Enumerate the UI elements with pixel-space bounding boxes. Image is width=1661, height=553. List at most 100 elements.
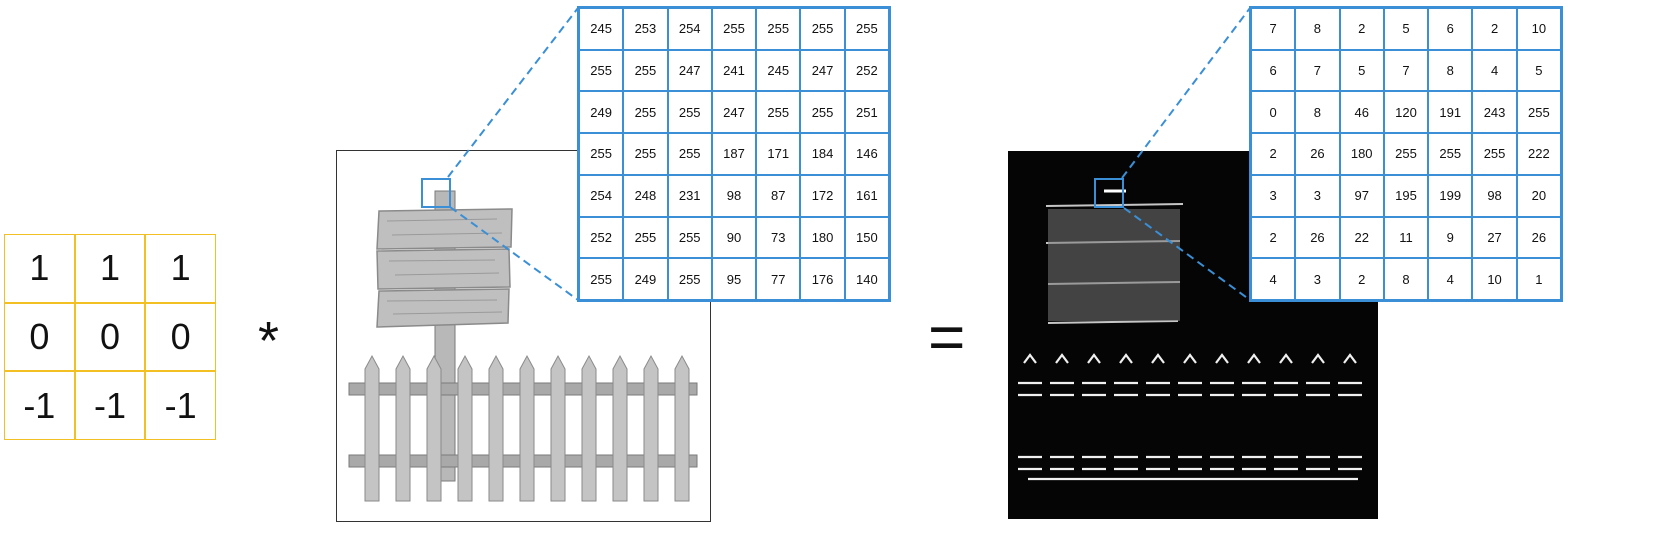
input-patch-cell: 251 [844,91,889,134]
kernel-cell: -1 [74,371,146,440]
input-patch-cell: 248 [623,174,668,217]
output-patch-cell: 98 [1472,174,1517,217]
input-patch-cell: 247 [667,49,712,92]
output-patch-cell: 255 [1428,133,1473,175]
output-patch-cell: 6 [1428,8,1473,50]
input-patch-cell: 254 [579,174,624,217]
input-patch-cell: 95 [711,258,757,300]
output-patch-cell: 6 [1251,49,1296,92]
output-patch-cell: 10 [1472,258,1517,300]
input-patch-cell: 255 [800,8,845,50]
output-patch-cell: 8 [1295,91,1340,134]
kernel-cell: 1 [145,234,216,303]
input-patch-cell: 245 [579,8,624,50]
input-patch-cell: 245 [756,49,801,92]
output-patch-cell: 2 [1339,8,1384,50]
output-patch-cell: 2 [1251,133,1296,175]
input-patch-cell: 247 [711,91,757,134]
output-patch-cell: 255 [1383,133,1429,175]
input-patch-cell: 176 [800,258,845,300]
output-patch-cell: 199 [1428,174,1473,217]
input-patch-cell: 249 [579,91,624,134]
output-patch-cell: 2 [1339,258,1384,300]
output-patch-cell: 46 [1339,91,1384,134]
output-patch-cell: 4 [1428,258,1473,300]
input-patch-cell: 77 [756,258,801,300]
output-patch-cell: 8 [1383,258,1429,300]
output-patch-cell: 120 [1383,91,1429,134]
input-patch-cell: 255 [800,91,845,134]
output-patch-cell: 11 [1383,216,1429,259]
input-patch-cell: 249 [623,258,668,300]
kernel-cell: 1 [74,234,146,303]
input-patch-cell: 255 [623,216,668,259]
input-patch-cell: 252 [579,216,624,259]
output-patch-cell: 3 [1295,258,1340,300]
output-patch-cell: 22 [1339,216,1384,259]
input-patch-cell: 90 [711,216,757,259]
input-patch-cell: 171 [756,133,801,175]
input-patch-cell: 231 [667,174,712,217]
output-patch-cell: 5 [1339,49,1384,92]
input-patch-cell: 98 [711,174,757,217]
input-patch-cell: 87 [756,174,801,217]
input-patch-cell: 255 [623,133,668,175]
output-patch-cell: 5 [1516,49,1561,92]
input-patch-cell: 255 [623,49,668,92]
input-patch-cell: 146 [844,133,889,175]
input-patch-cell: 255 [579,133,624,175]
input-patch-cell: 187 [711,133,757,175]
output-patch-cell: 7 [1383,49,1429,92]
output-patch-cell: 4 [1472,49,1517,92]
output-patch-cell: 3 [1251,174,1296,217]
input-patch-cell: 161 [844,174,889,217]
output-patch-cell: 20 [1516,174,1561,217]
output-patch-cell: 222 [1516,133,1561,175]
output-roi-box [1094,178,1124,208]
output-patch-cell: 5 [1383,8,1429,50]
output-patch-cell: 26 [1295,216,1340,259]
kernel-cell: -1 [145,371,216,440]
output-patch-cell: 4 [1251,258,1296,300]
kernel-cell: 1 [4,234,75,303]
output-patch-cell: 180 [1339,133,1384,175]
output-patch-cell: 1 [1516,258,1561,300]
output-patch-cell: 0 [1251,91,1296,134]
output-patch-cell: 2 [1251,216,1296,259]
input-patch-cell: 150 [844,216,889,259]
input-patch-cell: 255 [623,91,668,134]
input-patch-cell: 241 [711,49,757,92]
input-patch-cell: 254 [667,8,712,50]
input-patch-cell: 255 [756,91,801,134]
input-patch-cell: 255 [756,8,801,50]
input-patch-cell: 180 [800,216,845,259]
output-patch-cell: 255 [1472,133,1517,175]
output-patch-cell: 191 [1428,91,1473,134]
input-patch-cell: 73 [756,216,801,259]
output-patch-cell: 3 [1295,174,1340,217]
convolution-operator: * [258,311,280,371]
output-patch-cell: 26 [1295,133,1340,175]
kernel-cell: -1 [4,371,75,440]
equals-operator: = [928,301,966,373]
input-patch-cell: 255 [667,133,712,175]
output-patch-cell: 97 [1339,174,1384,217]
input-patch-cell: 255 [579,49,624,92]
input-patch-cell: 252 [844,49,889,92]
input-patch-cell: 255 [844,8,889,50]
output-patch-cell: 7 [1251,8,1296,50]
output-patch-cell: 255 [1516,91,1561,134]
input-patch-cell: 255 [579,258,624,300]
input-patch-cell: 255 [667,258,712,300]
output-patch-cell: 27 [1472,216,1517,259]
input-patch-cell: 255 [711,8,757,50]
input-patch-cell: 253 [623,8,668,50]
input-roi-box [421,178,451,208]
input-patch-cell: 255 [667,216,712,259]
kernel-cell: 0 [4,302,75,372]
output-patch-cell: 9 [1428,216,1473,259]
